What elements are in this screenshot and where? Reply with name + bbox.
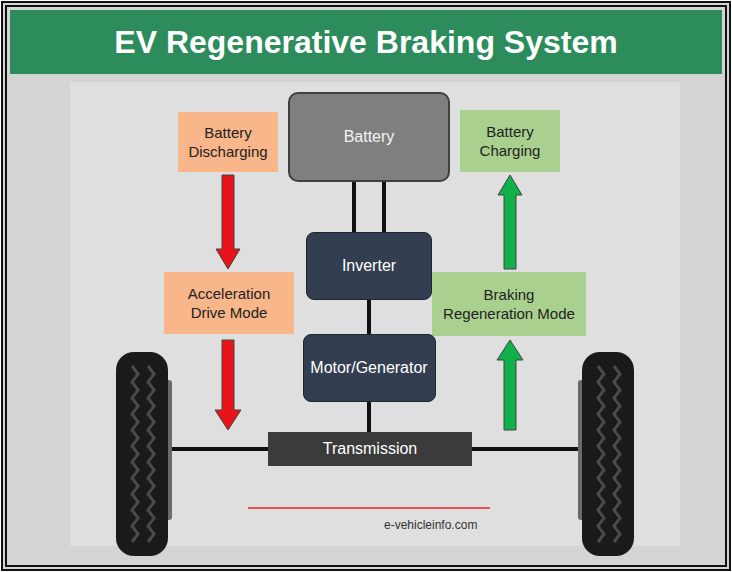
- underline-rule: [248, 507, 490, 509]
- node-text: Battery Charging: [466, 122, 554, 161]
- node-text: Battery Discharging: [184, 123, 272, 162]
- state-box: Battery Discharging: [178, 112, 278, 172]
- flow-arrow: [498, 175, 522, 269]
- left-wheel: [116, 352, 172, 556]
- motor-box: Motor/Generator: [303, 334, 436, 402]
- mode-box: Acceleration Drive Mode: [164, 272, 294, 334]
- connector-line: [367, 402, 371, 432]
- drive-arrow: [215, 340, 241, 430]
- flow-arrow: [216, 175, 240, 269]
- node-text: Motor/Generator: [310, 358, 427, 379]
- title-box: EV Regenerative Braking System: [10, 10, 722, 74]
- diagram-title: EV Regenerative Braking System: [114, 24, 617, 61]
- right-wheel: [578, 352, 634, 556]
- node-text: Braking Regeneration Mode: [438, 285, 580, 324]
- watermark: e-vehicleinfo.com: [384, 518, 477, 532]
- mode-box: Braking Regeneration Mode: [432, 272, 586, 336]
- node-text: Inverter: [342, 256, 396, 277]
- connector-line: [367, 300, 371, 334]
- inverter-box: Inverter: [306, 232, 432, 300]
- state-box: Battery Charging: [460, 110, 560, 172]
- battery-box: Battery: [288, 92, 450, 182]
- connector-line: [352, 182, 356, 232]
- transmission-box: Transmission: [268, 432, 472, 466]
- node-text: Transmission: [323, 439, 418, 460]
- node-text: Battery: [344, 127, 395, 148]
- connector-line: [382, 182, 386, 232]
- node-text: Acceleration Drive Mode: [170, 284, 288, 323]
- regen-arrow: [497, 340, 523, 430]
